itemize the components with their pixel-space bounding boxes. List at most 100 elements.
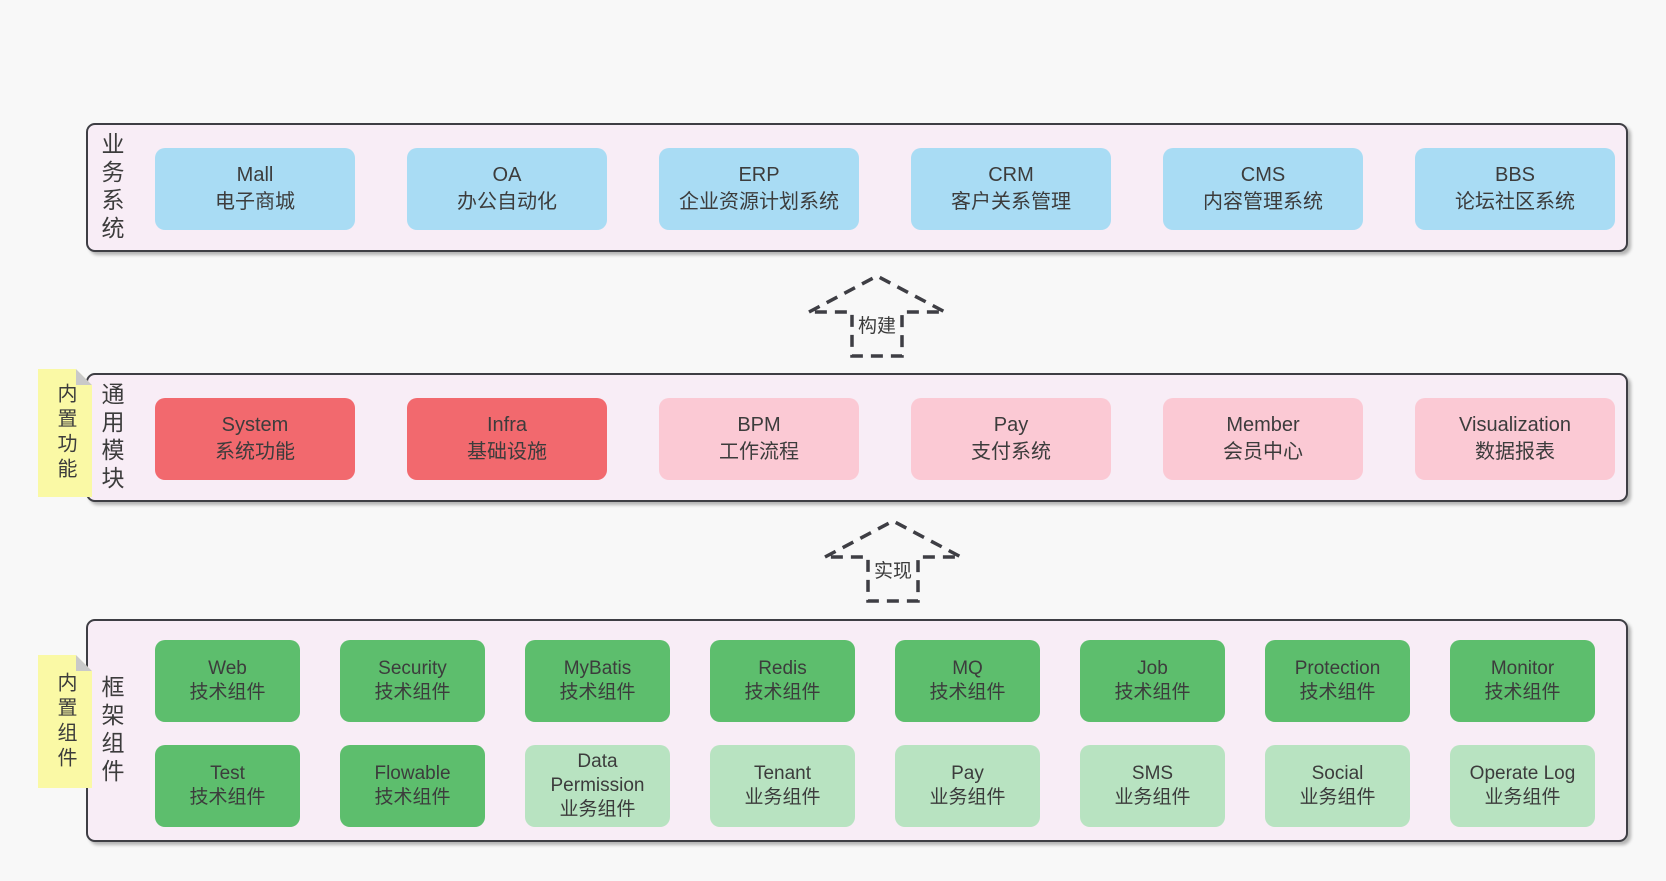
module-subtitle: 技术组件 — [189, 682, 266, 703]
module-subtitle: 办公自动化 — [457, 191, 557, 213]
module-name: Flowable — [374, 763, 451, 784]
band-common-modules: 通用模块 System 系统功能 Infra 基础设施 BPM 工作流程 Pay 支付系统 Me… — [86, 373, 1628, 502]
module-box-security: Security 技术组件 — [340, 640, 485, 722]
module-name: MQ — [952, 658, 983, 679]
module-box-oa: OA 办公自动化 — [407, 148, 607, 230]
module-box-bpm: BPM 工作流程 — [659, 398, 859, 480]
business-systems-box-row: Mall 电子商城 OA 办公自动化 ERP 企业资源计划系统 CRM 客户关系管理 CMS 内容… — [155, 148, 1615, 230]
module-subtitle: 企业资源计划系统 — [679, 191, 839, 213]
band-business-systems: 业务系统 Mall 电子商城 OA 办公自动化 ERP 企业资源计划系统 CRM 客户关系管理… — [86, 123, 1628, 252]
module-name: Visualization — [1459, 414, 1571, 436]
module-name: Protection — [1294, 658, 1381, 679]
sticky-note-text: 内置功能 — [54, 383, 76, 483]
band-label-common-modules: 通用模块 — [98, 381, 124, 494]
common-modules-box-row: System 系统功能 Infra 基础设施 BPM 工作流程 Pay 支付系统 Member 会… — [155, 398, 1615, 480]
module-name: Redis — [758, 658, 807, 679]
module-subtitle: 数据报表 — [1475, 441, 1555, 463]
module-subtitle: 论坛社区系统 — [1455, 191, 1575, 213]
module-box-flowable: Flowable 技术组件 — [340, 745, 485, 827]
module-box-operate-log: Operate Log 业务组件 — [1450, 745, 1595, 827]
module-name: Tenant — [753, 763, 812, 784]
module-box-pay: Pay 业务组件 — [895, 745, 1040, 827]
module-subtitle: 业务组件 — [559, 799, 636, 820]
sticky-note-built-in-components: 内置组件 — [38, 655, 92, 788]
module-box-erp: ERP 企业资源计划系统 — [659, 148, 859, 230]
module-box-infra: Infra 基础设施 — [407, 398, 607, 480]
module-name: Member — [1226, 414, 1300, 436]
module-subtitle: 技术组件 — [374, 787, 451, 808]
module-name: Web — [208, 658, 247, 679]
build-arrow: 构建 — [805, 272, 949, 360]
implement-arrow: 实现 — [821, 517, 965, 605]
module-subtitle: 技术组件 — [374, 682, 451, 703]
module-box-mybatis: MyBatis 技术组件 — [525, 640, 670, 722]
module-box-test: Test 技术组件 — [155, 745, 300, 827]
module-subtitle: 业务组件 — [1299, 787, 1376, 808]
module-box-mq: MQ 技术组件 — [895, 640, 1040, 722]
implement-arrow-label: 实现 — [870, 556, 916, 583]
module-box-tenant: Tenant 业务组件 — [710, 745, 855, 827]
dashed-up-arrow-icon — [808, 274, 946, 358]
module-box-visualization: Visualization 数据报表 — [1415, 398, 1615, 480]
module-box-social: Social 业务组件 — [1265, 745, 1410, 827]
module-box-monitor: Monitor 技术组件 — [1450, 640, 1595, 722]
module-name: Infra — [486, 414, 528, 436]
module-box-web: Web 技术组件 — [155, 640, 300, 722]
module-subtitle: 业务组件 — [1484, 787, 1561, 808]
module-name: Pay — [993, 414, 1029, 436]
module-subtitle: 工作流程 — [719, 441, 799, 463]
module-subtitle: 技术组件 — [1114, 682, 1191, 703]
module-subtitle: 技术组件 — [744, 682, 821, 703]
module-subtitle: 系统功能 — [215, 441, 295, 463]
module-name: Pay — [951, 763, 984, 784]
module-name: Mall — [236, 164, 274, 186]
module-name: SMS — [1131, 763, 1174, 784]
module-subtitle: 电子商城 — [215, 191, 295, 213]
module-subtitle: 技术组件 — [189, 787, 266, 808]
sticky-note-built-in-functions: 内置功能 — [38, 369, 92, 497]
module-box-crm: CRM 客户关系管理 — [911, 148, 1111, 230]
module-name: BPM — [737, 414, 781, 436]
module-name: Monitor — [1490, 658, 1555, 679]
module-subtitle: 业务组件 — [1114, 787, 1191, 808]
module-name: Operate Log — [1469, 763, 1576, 784]
module-box-pay: Pay 支付系统 — [911, 398, 1111, 480]
module-subtitle: 客户关系管理 — [951, 191, 1071, 213]
module-name: MyBatis — [563, 658, 632, 679]
sticky-note-text: 内置组件 — [54, 671, 76, 772]
module-name: ERP — [738, 164, 780, 186]
module-name: Social — [1311, 763, 1364, 784]
module-subtitle: 业务组件 — [744, 787, 821, 808]
module-box-sms: SMS 业务组件 — [1080, 745, 1225, 827]
module-subtitle: 业务组件 — [929, 787, 1006, 808]
module-subtitle: 技术组件 — [1484, 682, 1561, 703]
module-name: System — [221, 414, 289, 436]
module-subtitle: 基础设施 — [467, 441, 547, 463]
module-name: Security — [378, 658, 447, 679]
module-name: Data Permission — [550, 751, 645, 796]
module-box-cms: CMS 内容管理系统 — [1163, 148, 1363, 230]
module-subtitle: 技术组件 — [559, 682, 636, 703]
build-arrow-label: 构建 — [854, 311, 900, 338]
module-name: Test — [210, 763, 245, 784]
module-box-system: System 系统功能 — [155, 398, 355, 480]
module-subtitle: 会员中心 — [1223, 441, 1303, 463]
module-subtitle: 支付系统 — [971, 441, 1051, 463]
module-name: Job — [1137, 658, 1168, 679]
module-box-mall: Mall 电子商城 — [155, 148, 355, 230]
band-label-framework-components: 框架组件 — [98, 674, 124, 787]
module-name: CMS — [1240, 164, 1286, 186]
band-label-business-systems: 业务系统 — [98, 131, 124, 244]
module-subtitle: 内容管理系统 — [1203, 191, 1323, 213]
module-subtitle: 技术组件 — [929, 682, 1006, 703]
dashed-up-arrow-icon — [824, 519, 962, 603]
module-name: CRM — [988, 164, 1034, 186]
module-box-redis: Redis 技术组件 — [710, 640, 855, 722]
module-box-member: Member 会员中心 — [1163, 398, 1363, 480]
module-name: OA — [492, 164, 522, 186]
